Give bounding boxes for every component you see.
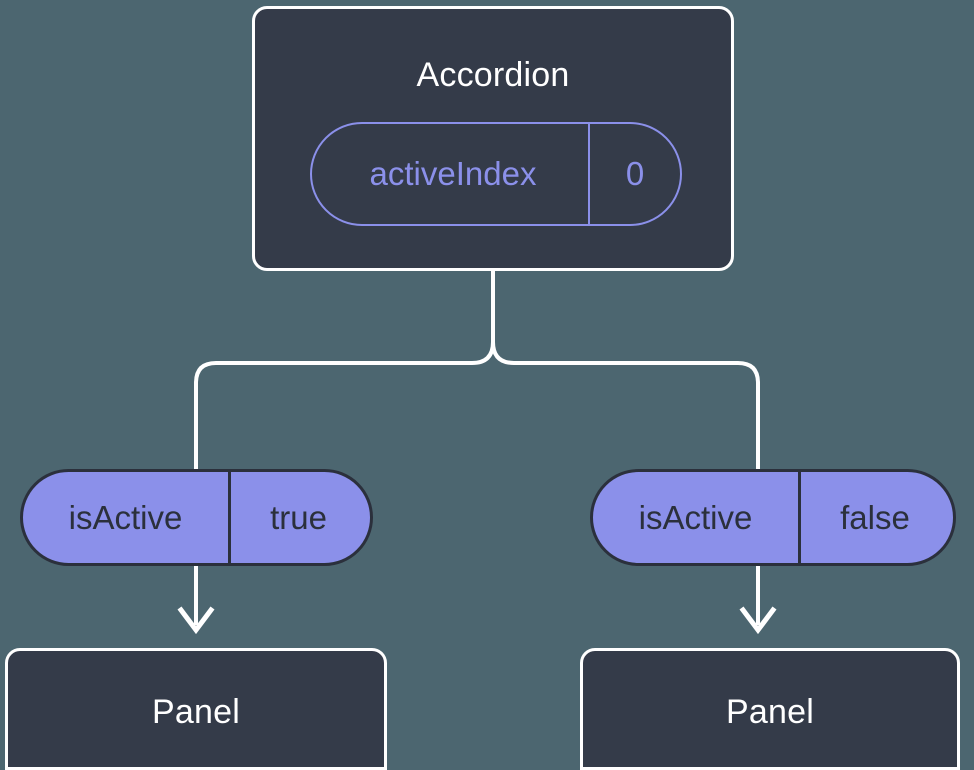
prop-pill-is-active-true-divider — [228, 472, 231, 563]
state-pill-active-index-key: activeIndex — [369, 155, 537, 192]
node-panel-right[interactable]: Panel — [580, 648, 960, 770]
node-panel-left[interactable]: Panel — [5, 648, 387, 770]
node-accordion-title: Accordion — [416, 56, 570, 94]
arrow-head-right-icon — [739, 606, 777, 635]
prop-pill-is-active-false-divider — [798, 472, 801, 563]
prop-pill-is-active-false-key: isActive — [638, 498, 753, 536]
prop-pill-is-active-true-key: isActive — [68, 498, 183, 536]
arrow-head-left-icon — [177, 606, 215, 635]
prop-pill-is-active-true-value: true — [270, 498, 327, 536]
prop-pill-is-active-false-value: false — [840, 498, 910, 536]
connector-branch-left — [194, 341, 495, 470]
node-accordion[interactable]: Accordion activeIndex 0 — [252, 6, 734, 271]
state-pill-active-index[interactable]: activeIndex 0 — [310, 122, 682, 226]
node-panel-left-title: Panel — [152, 693, 240, 731]
prop-pill-is-active-true[interactable]: isActive true — [20, 469, 373, 566]
prop-pill-is-active-false[interactable]: isActive false — [590, 469, 956, 566]
node-panel-right-title: Panel — [726, 693, 814, 731]
connector-branch-right — [491, 341, 760, 470]
state-pill-active-index-value: 0 — [625, 155, 645, 192]
state-pill-active-index-divider — [588, 124, 590, 224]
